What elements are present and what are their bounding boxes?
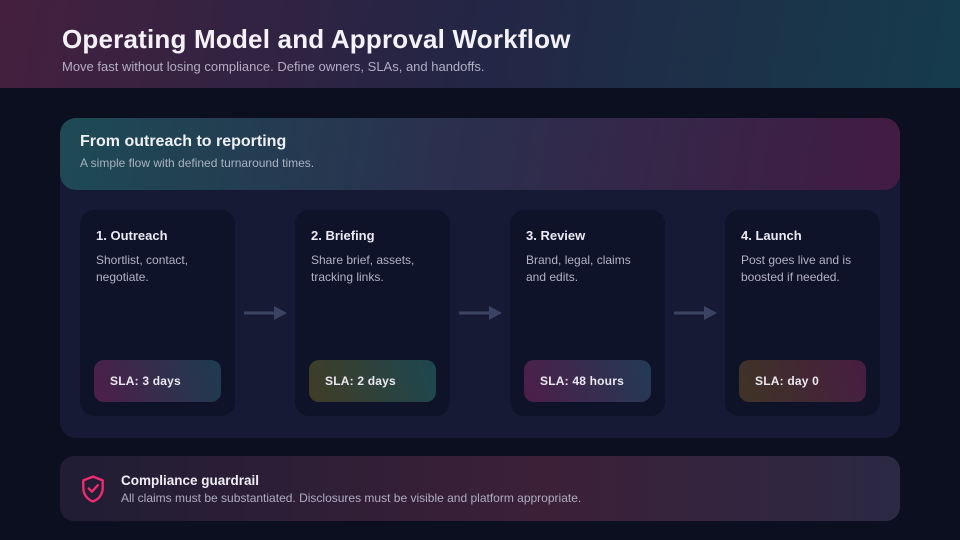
flow-banner-title: From outreach to reporting bbox=[80, 133, 287, 150]
arrow-right-icon bbox=[235, 210, 295, 416]
compliance-title: Compliance guardrail bbox=[121, 472, 260, 488]
sla-badge-label: SLA: day 0 bbox=[755, 374, 820, 388]
step-title: 1. Outreach bbox=[96, 228, 168, 243]
step-description: Brand, legal, claims and edits. bbox=[526, 253, 631, 285]
compliance-card: Compliance guardrail All claims must be … bbox=[60, 456, 900, 521]
step-description: Shortlist, contact, negotiate. bbox=[96, 253, 189, 285]
step-card-briefing: 2. Briefing Share brief, assets, trackin… bbox=[295, 210, 450, 416]
step-description: Post goes live and is boosted if needed. bbox=[741, 253, 852, 285]
sla-badge: SLA: 2 days bbox=[309, 360, 436, 402]
step-card-review: 3. Review Brand, legal, claims and edits… bbox=[510, 210, 665, 416]
page-title: Operating Model and Approval Workflow bbox=[62, 24, 571, 54]
step-description: Share brief, assets, tracking links. bbox=[311, 253, 415, 285]
step-title: 4. Launch bbox=[741, 228, 802, 243]
flow-panel: From outreach to reporting A simple flow… bbox=[60, 118, 900, 438]
page-header: Operating Model and Approval Workflow Mo… bbox=[0, 0, 960, 88]
flow-banner-subtitle: A simple flow with defined turnaround ti… bbox=[80, 156, 315, 170]
step-card-launch: 4. Launch Post goes live and is boosted … bbox=[725, 210, 880, 416]
step-card-outreach: 1. Outreach Shortlist, contact, negotiat… bbox=[80, 210, 235, 416]
arrow-right-icon bbox=[665, 210, 725, 416]
arrow-right-icon bbox=[450, 210, 510, 416]
flow-banner: From outreach to reporting A simple flow… bbox=[60, 118, 900, 190]
steps-row: 1. Outreach Shortlist, contact, negotiat… bbox=[60, 190, 900, 416]
sla-badge-label: SLA: 2 days bbox=[325, 374, 396, 388]
sla-badge-label: SLA: 3 days bbox=[110, 374, 181, 388]
sla-badge: SLA: 3 days bbox=[94, 360, 221, 402]
compliance-body: All claims must be substantiated. Disclo… bbox=[121, 490, 582, 505]
step-title: 3. Review bbox=[526, 228, 586, 243]
shield-check-icon bbox=[80, 474, 106, 503]
compliance-text: Compliance guardrail All claims must be … bbox=[121, 473, 581, 505]
step-title: 2. Briefing bbox=[311, 228, 375, 243]
sla-badge: SLA: 48 hours bbox=[524, 360, 651, 402]
sla-badge-label: SLA: 48 hours bbox=[540, 374, 624, 388]
sla-badge: SLA: day 0 bbox=[739, 360, 866, 402]
page-subtitle: Move fast without losing compliance. Def… bbox=[62, 59, 485, 75]
